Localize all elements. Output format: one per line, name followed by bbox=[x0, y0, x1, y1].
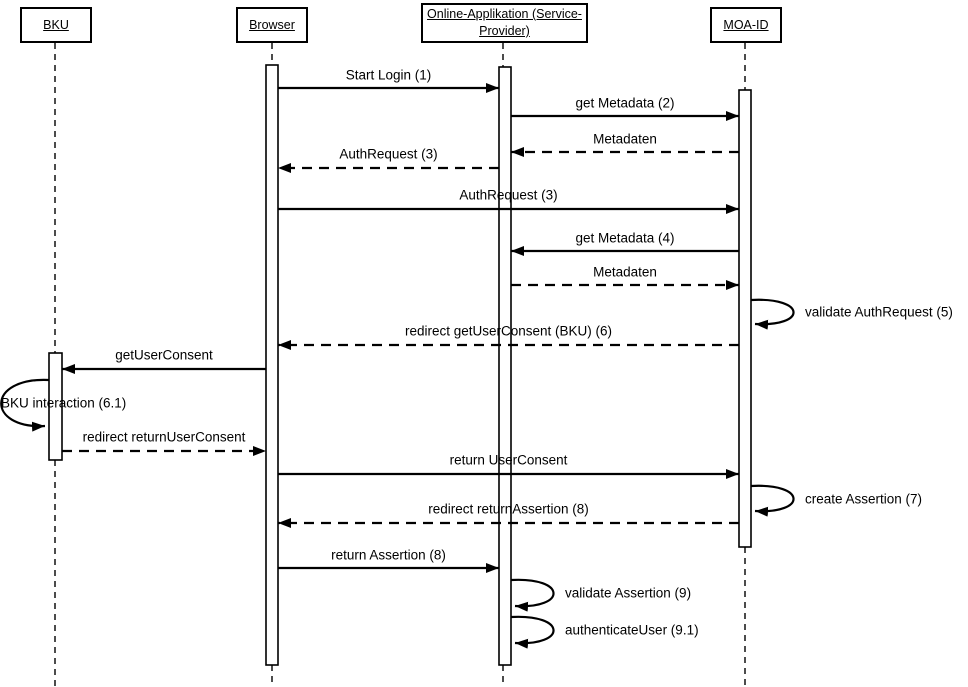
self-message-label-17: validate Assertion (9) bbox=[565, 585, 692, 601]
activation-bar-bku bbox=[48, 352, 63, 461]
self-message-arrow-11 bbox=[0, 378, 50, 432]
actor-label-browser: Browser bbox=[249, 17, 295, 32]
message-label-7: Metadaten bbox=[593, 264, 657, 280]
message-label-13: return UserConsent bbox=[449, 452, 568, 468]
message-label-5: AuthRequest (3) bbox=[459, 187, 558, 203]
message-label-10: getUserConsent bbox=[115, 347, 213, 363]
self-message-label-18: authenticateUser (9.1) bbox=[565, 622, 699, 638]
actor-box-browser: Browser bbox=[236, 7, 308, 43]
message-label-9: redirect getUserConsent (BKU) (6) bbox=[404, 323, 613, 339]
message-label-4: AuthRequest (3) bbox=[339, 146, 438, 162]
self-message-arrow-17 bbox=[510, 578, 555, 612]
actor-label-bku: BKU bbox=[43, 17, 69, 32]
message-label-1: Start Login (1) bbox=[345, 67, 432, 83]
message-label-15: redirect returnAssertion (8) bbox=[428, 501, 589, 517]
actor-box-moaid: MOA-ID bbox=[710, 7, 782, 43]
message-label-3: Metadaten bbox=[593, 131, 657, 147]
activation-bar-browser bbox=[265, 64, 279, 666]
self-message-label-11: BKU interaction (6.1) bbox=[1, 395, 127, 411]
message-label-12: redirect returnUserConsent bbox=[82, 429, 246, 445]
message-label-2: get Metadata (2) bbox=[575, 95, 675, 111]
message-label-16: return Assertion (8) bbox=[331, 547, 446, 563]
actor-label-moaid: MOA-ID bbox=[723, 17, 769, 32]
activation-bar-sp bbox=[498, 66, 512, 666]
self-message-label-14: create Assertion (7) bbox=[805, 491, 923, 506]
activation-bar-moaid bbox=[738, 89, 752, 548]
self-message-arrow-18 bbox=[510, 615, 555, 649]
self-message-label-8: validate AuthRequest (5) bbox=[805, 304, 953, 320]
self-message-arrow-14 bbox=[750, 484, 795, 517]
self-message-arrow-8 bbox=[750, 298, 795, 330]
actor-box-sp: Online-Applikation (Service-Provider) bbox=[421, 3, 588, 43]
actor-box-bku: BKU bbox=[20, 7, 92, 43]
actor-label-sp: Online-Applikation (Service-Provider) bbox=[427, 7, 582, 38]
message-label-6: get Metadata (4) bbox=[575, 230, 675, 246]
